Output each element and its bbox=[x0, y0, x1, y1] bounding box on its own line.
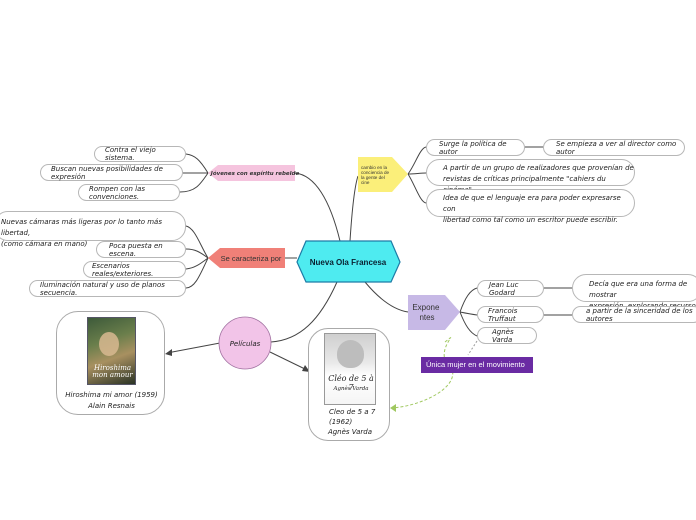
connector-cam-1 bbox=[408, 147, 426, 174]
cambio-item-grupo-line-1: A partir de un grupo de realizadores que… bbox=[443, 163, 634, 174]
jovenes-item-viejo-sistema-text: Contra el viejo sistema. bbox=[105, 146, 185, 162]
peliculas-branch-label: Películas bbox=[230, 340, 261, 348]
connector-cam-2 bbox=[408, 173, 426, 174]
jovenes-branch-label: Jóvenes con espíritu rebelde bbox=[210, 170, 300, 177]
connector-tag bbox=[468, 341, 477, 355]
exponente-godard[interactable]: Jean Luc Godard bbox=[477, 280, 544, 297]
connector-cambio bbox=[350, 176, 358, 241]
cleo-title-line-1: Cleo de 5 a 7 bbox=[313, 408, 389, 416]
cambio-item-politica-autor[interactable]: Surge la política de autor bbox=[426, 139, 525, 156]
connector-exp-2 bbox=[460, 312, 477, 315]
connector-jov-1 bbox=[186, 154, 208, 173]
jovenes-item-nuevas-posibilidades-text: Buscan nuevas posibilidades de expresión bbox=[51, 165, 182, 181]
exponente-truffaut-note[interactable]: a partir de la sinceridad de los autores bbox=[572, 306, 696, 323]
connector-pel-hiroshima bbox=[167, 343, 220, 353]
hiroshima-poster-title: Hiroshima mon amour bbox=[90, 365, 135, 379]
jovenes-item-convenciones-text: Rompen con las convenciones. bbox=[89, 185, 179, 201]
connector-jov-3 bbox=[180, 173, 208, 192]
film-card-hiroshima[interactable]: Hiroshima mon amour Hiroshima mi amor (1… bbox=[56, 311, 165, 415]
connector-car-2 bbox=[186, 249, 208, 258]
exponente-varda[interactable]: Agnès Varda bbox=[477, 327, 537, 344]
connector-exponentes bbox=[365, 282, 408, 312]
connector-exp-1 bbox=[460, 288, 477, 312]
hiroshima-director: Alain Resnais bbox=[57, 402, 166, 410]
caracteriza-item-camaras[interactable]: Nuevas cámaras más ligeras por lo tanto … bbox=[0, 211, 186, 241]
hiroshima-poster-face bbox=[99, 332, 119, 356]
cleo-poster-image: Cléo de 5 à 7 Agnès Varda bbox=[324, 333, 376, 405]
hiroshima-poster-image: Hiroshima mon amour bbox=[87, 317, 136, 385]
cambio-item-idea-line-2: libertad como tal como un escritor puede… bbox=[443, 215, 634, 226]
cambio-line-4: cine bbox=[361, 180, 370, 185]
caracteriza-item-puesta-escena[interactable]: Poca puesta en escena. bbox=[96, 241, 186, 258]
caracteriza-branch-label: Se caracteriza por bbox=[221, 254, 282, 263]
exponentes-line-2: ntes bbox=[419, 313, 434, 322]
connector-cam-3 bbox=[408, 174, 426, 203]
caracteriza-item-escenarios-text: Escenarios reales/exteriores. bbox=[92, 262, 185, 278]
cambio-item-grupo-realizadores[interactable]: A partir de un grupo de realizadores que… bbox=[426, 159, 635, 186]
jovenes-item-convenciones[interactable]: Rompen con las convenciones. bbox=[78, 184, 180, 201]
exponente-truffaut[interactable]: Francois Truffaut bbox=[477, 306, 544, 323]
exponente-varda-text: Agnès Varda bbox=[492, 328, 536, 344]
connector-car-4 bbox=[186, 258, 208, 288]
jovenes-item-viejo-sistema[interactable]: Contra el viejo sistema. bbox=[94, 146, 186, 162]
hiroshima-title: Hiroshima mi amor (1959) bbox=[57, 391, 166, 399]
connector-pel-cleo bbox=[270, 352, 307, 370]
exponente-truffaut-text: Francois Truffaut bbox=[488, 307, 543, 323]
varda-note-tag-text: Única mujer en el movimiento bbox=[426, 360, 525, 369]
arrowhead-varda bbox=[390, 404, 396, 412]
central-topic-label: Nueva Ola Francesa bbox=[310, 258, 387, 267]
cleo-poster-face bbox=[337, 340, 364, 368]
varda-note-tag[interactable]: Única mujer en el movimiento bbox=[421, 357, 533, 373]
caracteriza-item-iluminacion[interactable]: Iluminación natural y uso de planos secu… bbox=[29, 280, 186, 297]
cleo-director: Agnès Varda bbox=[309, 428, 391, 436]
exponente-godard-note[interactable]: Decía que era una forma de mostrar expre… bbox=[572, 274, 696, 302]
exponentes-line-1: Expone bbox=[412, 303, 440, 312]
cambio-item-politica-autor-text: Surge la política de autor bbox=[439, 140, 524, 156]
connector-car-1 bbox=[186, 226, 208, 258]
cambio-item-idea-line-1: Idea de que el lenguaje era para poder e… bbox=[443, 193, 634, 215]
cambio-item-director-autor[interactable]: Se empieza a ver al director como autor bbox=[543, 139, 685, 156]
cleo-title-line-2: (1962) bbox=[313, 418, 389, 426]
exponente-truffaut-note-text: a partir de la sinceridad de los autores bbox=[586, 307, 696, 323]
connector-jovenes bbox=[295, 173, 340, 241]
jovenes-item-nuevas-posibilidades[interactable]: Buscan nuevas posibilidades de expresión bbox=[40, 164, 183, 181]
connector-car-3 bbox=[186, 258, 208, 269]
arrowhead-hiroshima bbox=[165, 349, 172, 356]
cambio-item-idea-lenguaje[interactable]: Idea de que el lenguaje era para poder e… bbox=[426, 189, 635, 217]
cambio-item-director-autor-text: Se empieza a ver al director como autor bbox=[556, 140, 684, 156]
cleo-poster-director: Agnès Varda bbox=[326, 386, 376, 392]
exponente-godard-text: Jean Luc Godard bbox=[489, 281, 543, 297]
caracteriza-item-camaras-line-1: Nuevas cámaras más ligeras por lo tanto … bbox=[1, 217, 185, 239]
exponente-godard-note-line-1: Decía que era una forma de mostrar bbox=[589, 279, 696, 301]
caracteriza-item-iluminacion-text: Iluminación natural y uso de planos secu… bbox=[40, 281, 185, 297]
caracteriza-item-puesta-escena-text: Poca puesta en escena. bbox=[109, 242, 185, 258]
caracteriza-item-escenarios[interactable]: Escenarios reales/exteriores. bbox=[83, 261, 186, 278]
connector-exp-3 bbox=[460, 312, 477, 336]
film-card-cleo[interactable]: Cléo de 5 à 7 Agnès Varda Cleo de 5 a 7 … bbox=[308, 328, 390, 441]
